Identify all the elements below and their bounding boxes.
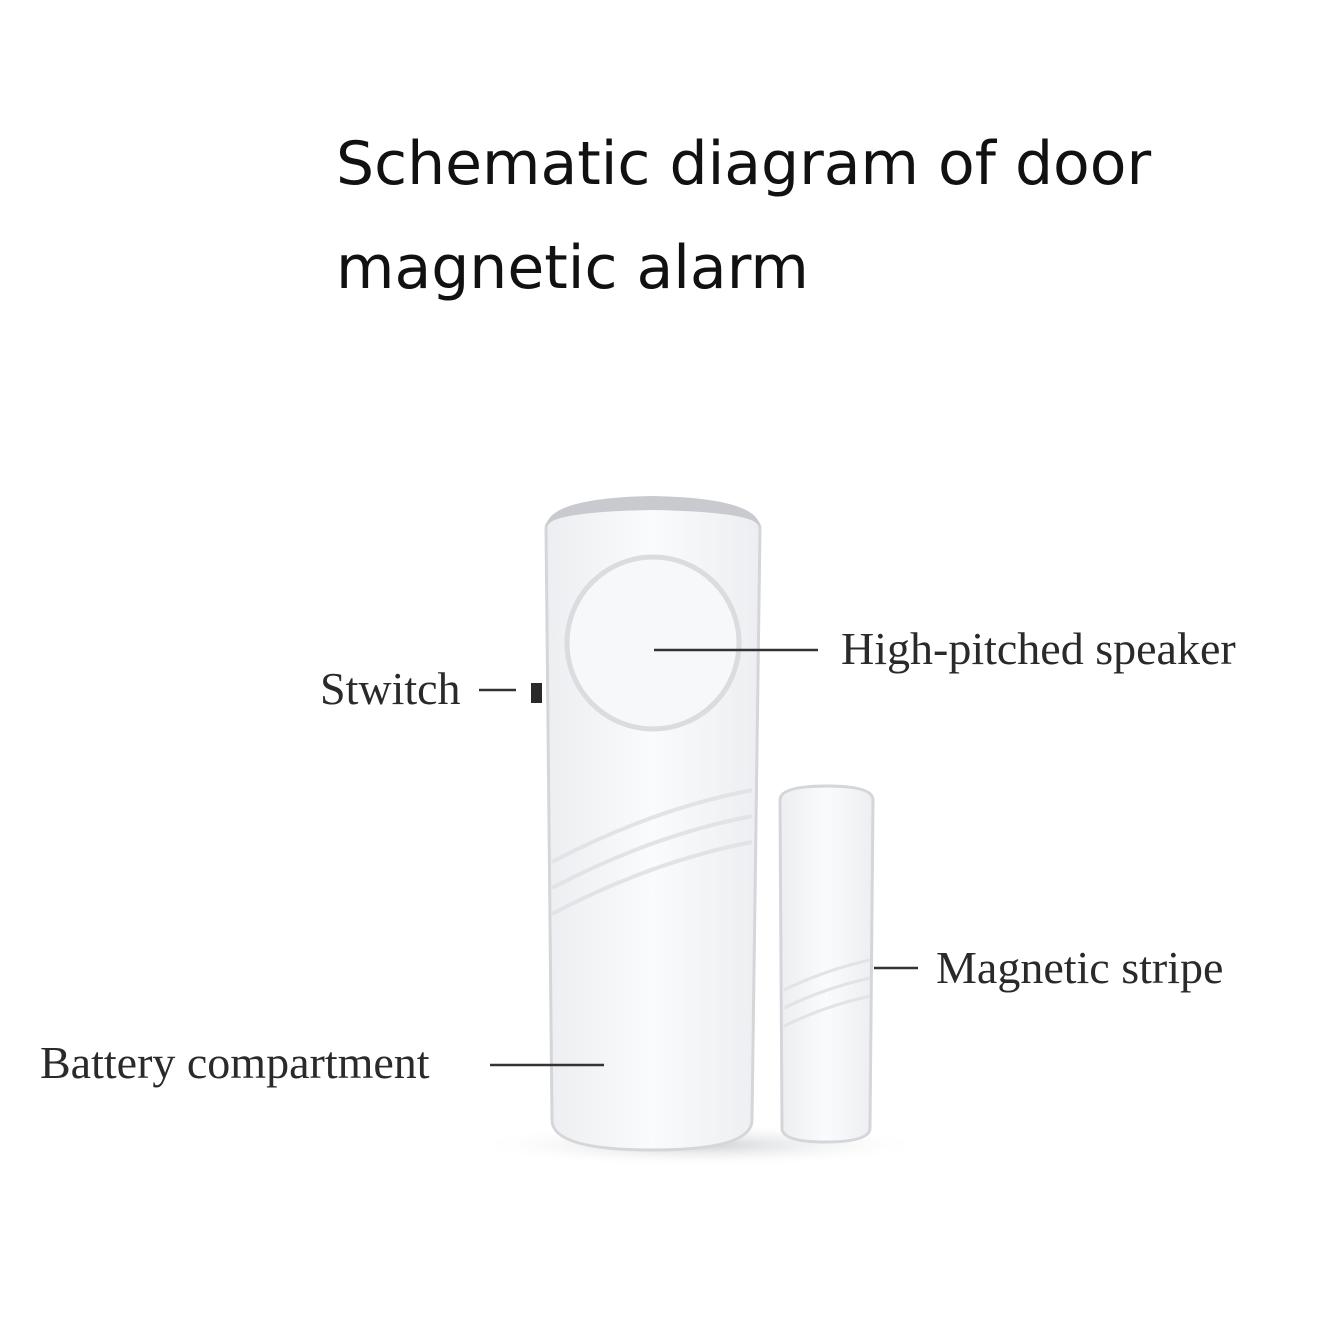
decor-wave-1 — [551, 788, 753, 864]
label-magnetic-stripe: Magnetic stripe — [936, 942, 1223, 993]
diagram-title: Schematic diagram of door magnetic alarm — [336, 112, 1151, 320]
decor-wave-2 — [551, 814, 753, 890]
title-line-1: Schematic diagram of door — [336, 129, 1152, 199]
magnet-wave-2 — [783, 976, 871, 1010]
switch-nub — [531, 683, 542, 703]
magnet-unit — [778, 784, 875, 1144]
label-speaker: High-pitched speaker — [841, 623, 1236, 674]
label-battery-compartment: Battery compartment — [40, 1037, 430, 1088]
decor-wave-3 — [551, 840, 753, 916]
alarm-main-unit — [531, 496, 762, 1152]
main-unit-top-cap — [546, 496, 760, 528]
magnet-wave-3 — [783, 994, 871, 1028]
magnet-wave-1 — [783, 958, 871, 992]
speaker-grille — [564, 554, 742, 732]
magnet-unit-body — [778, 784, 875, 1144]
label-switch: Stwitch — [320, 663, 461, 714]
title-line-2: magnetic alarm — [336, 233, 809, 303]
